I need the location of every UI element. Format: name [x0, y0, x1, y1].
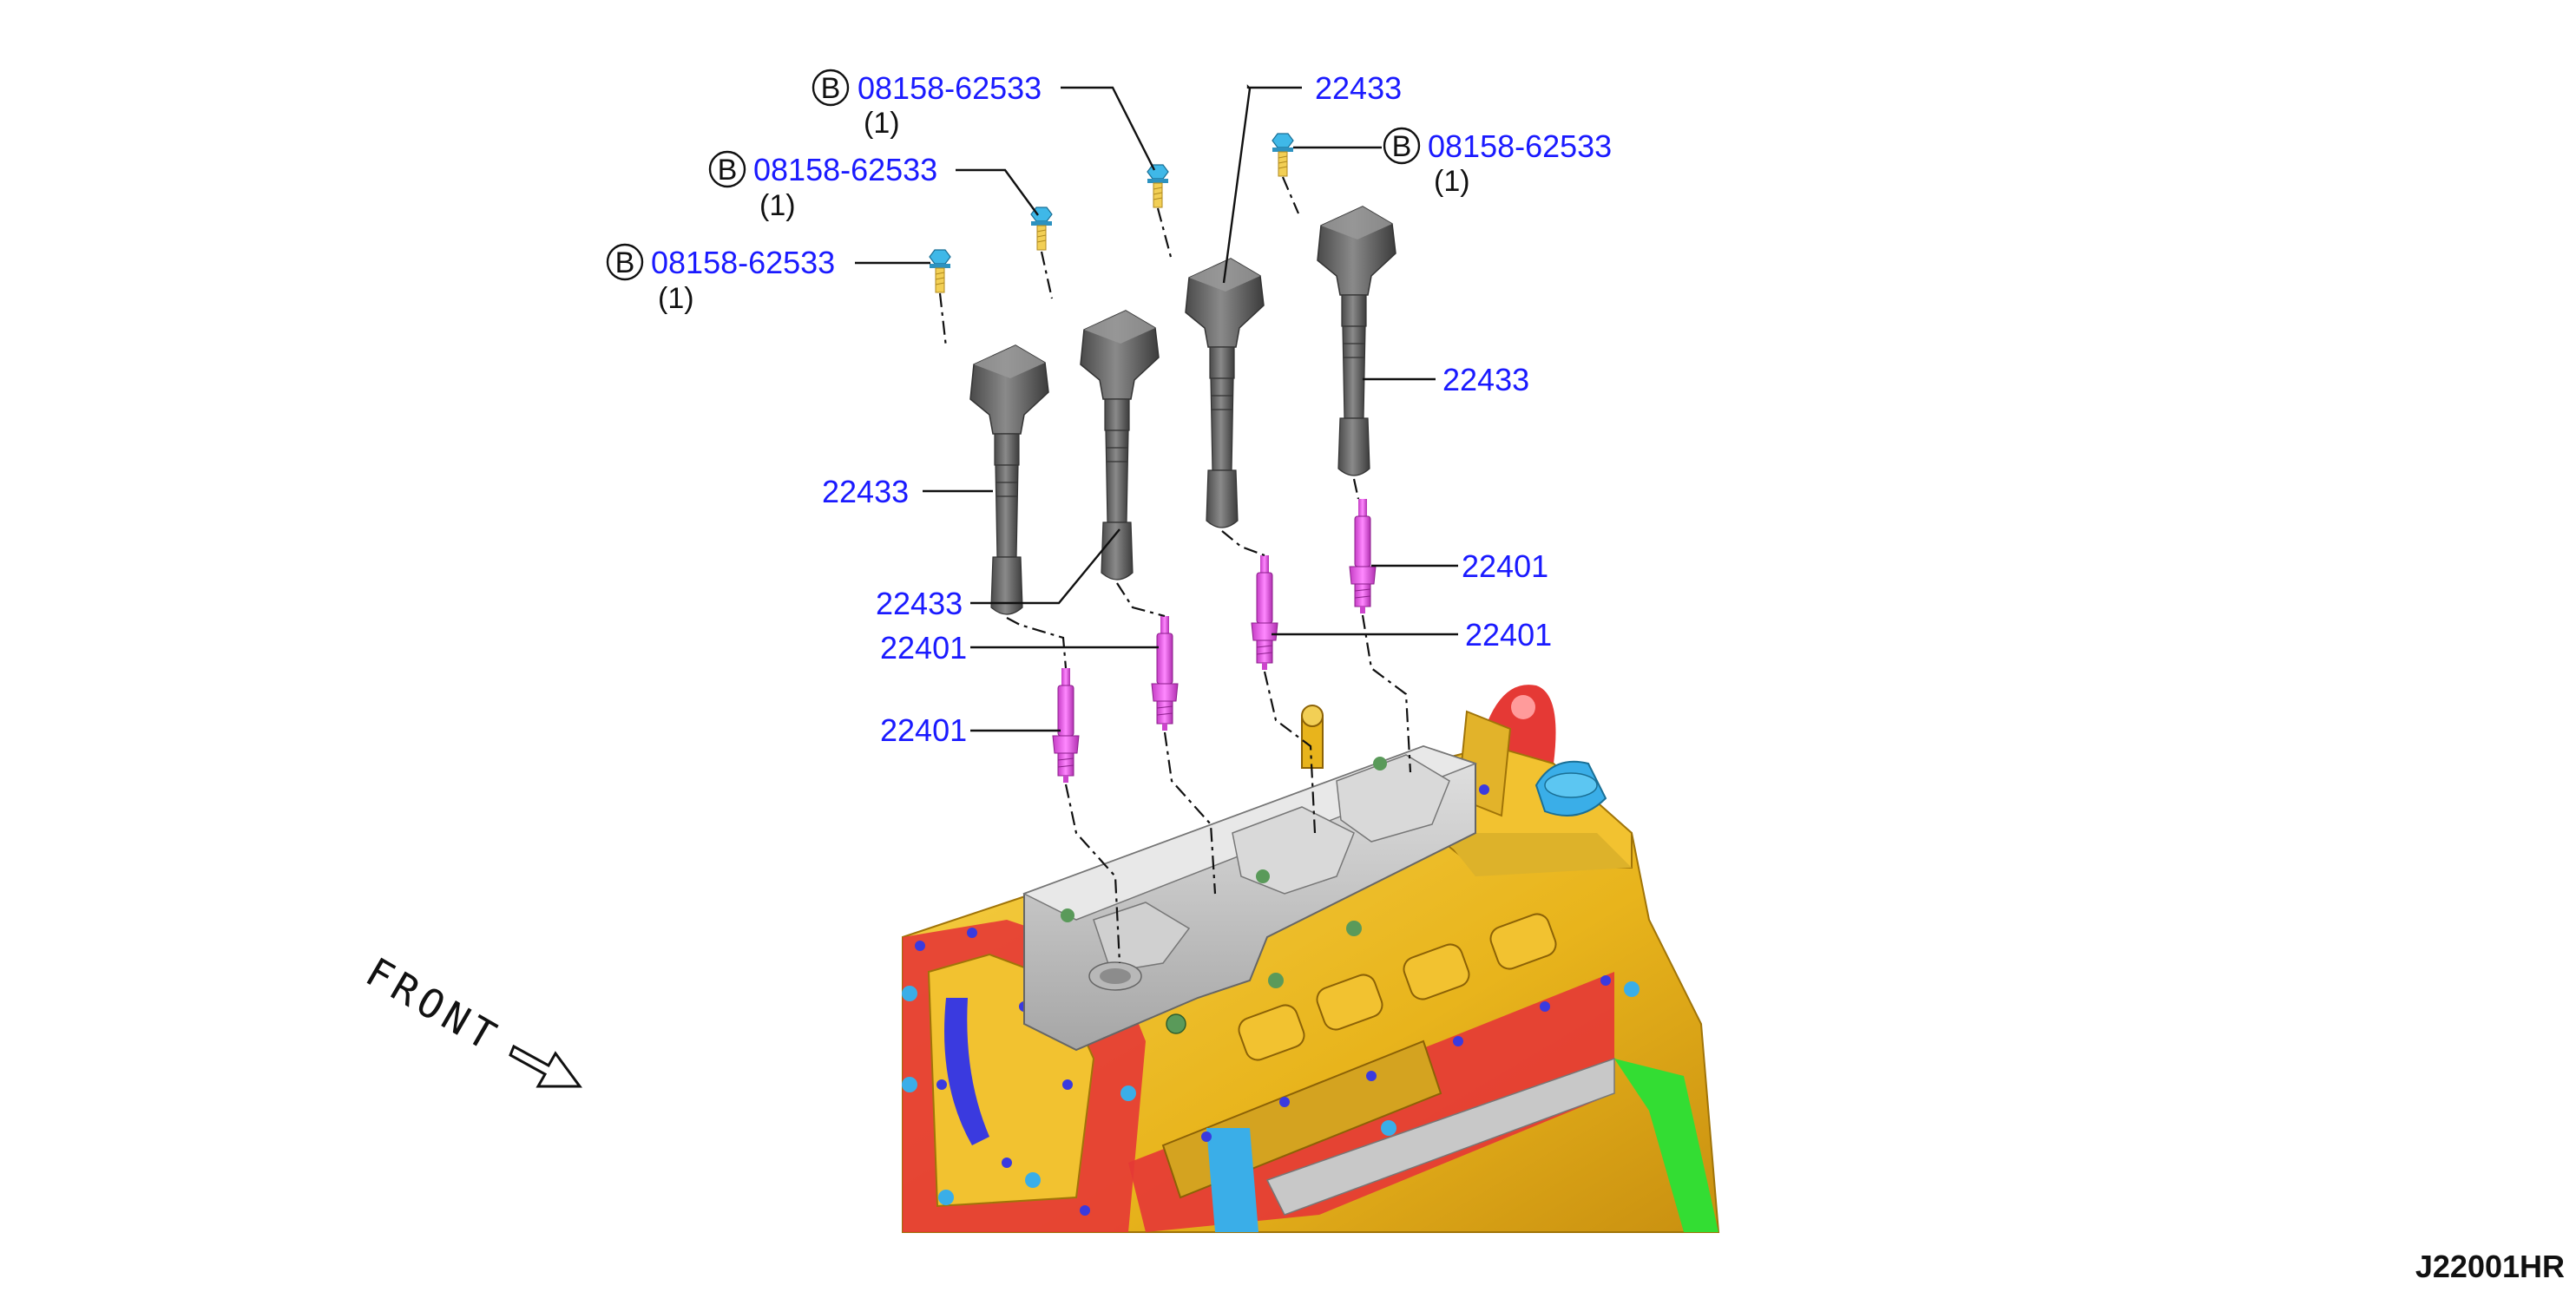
spark-plug-1 [1052, 667, 1080, 784]
bolt-1 [929, 249, 951, 293]
callout-plug-2[interactable]: 22401 [880, 630, 967, 666]
callout-coil-2[interactable]: 22433 [876, 586, 963, 621]
callout-plug-4[interactable]: 22401 [1462, 548, 1548, 584]
ignition-coil-3 [1185, 258, 1265, 528]
svg-text:B: B [718, 154, 738, 187]
callout-bolt-2: B 08158-62533 (1) [708, 150, 937, 222]
bolt-2 [1030, 207, 1053, 251]
spark-plug-4 [1349, 498, 1377, 614]
bolt-3 [1147, 164, 1169, 208]
b-marker: B [812, 69, 850, 107]
spark-plug-3 [1251, 554, 1278, 671]
b-marker: B [708, 150, 746, 188]
front-arrow-icon [509, 1044, 582, 1088]
svg-text:B: B [821, 72, 841, 105]
svg-text:B: B [1392, 130, 1412, 163]
callout-plug-3[interactable]: 22401 [1465, 617, 1552, 653]
quantity: (1) [1434, 165, 1470, 198]
part-number[interactable]: 08158-62533 [1428, 128, 1612, 164]
ignition-coil-2 [1080, 310, 1160, 580]
callout-bolt-1: B 08158-62533 (1) [606, 243, 835, 315]
callout-bolt-4: B 08158-62533 (1) [1383, 127, 1612, 198]
quantity: (1) [658, 282, 694, 315]
figure-code: J22001HR [2415, 1249, 2565, 1284]
spark-plug-2 [1151, 615, 1179, 731]
part-number[interactable]: 08158-62533 [858, 70, 1042, 106]
quantity: (1) [759, 189, 796, 222]
ignition-coil-4 [1317, 206, 1396, 476]
ignition-coil-1 [969, 344, 1049, 615]
b-marker: B [1383, 127, 1421, 165]
part-number[interactable]: 08158-62533 [753, 152, 937, 187]
assembly-paths [938, 176, 1412, 964]
b-marker: B [606, 243, 644, 281]
front-label: FRONT [358, 948, 509, 1062]
callout-coil-1[interactable]: 22433 [822, 474, 909, 509]
bolt-4 [1272, 133, 1294, 177]
callout-plug-1[interactable]: 22401 [880, 712, 967, 748]
quantity: (1) [864, 107, 900, 140]
svg-text:B: B [615, 246, 635, 279]
callout-coil-4[interactable]: 22433 [1442, 362, 1529, 397]
callout-coil-3[interactable]: 22433 [1315, 70, 1402, 106]
valve-cover [1022, 705, 1478, 1052]
front-indicator: FRONT [358, 948, 582, 1088]
part-number[interactable]: 08158-62533 [651, 245, 835, 280]
callout-bolt-3: B 08158-62533 (1) [812, 69, 1042, 140]
